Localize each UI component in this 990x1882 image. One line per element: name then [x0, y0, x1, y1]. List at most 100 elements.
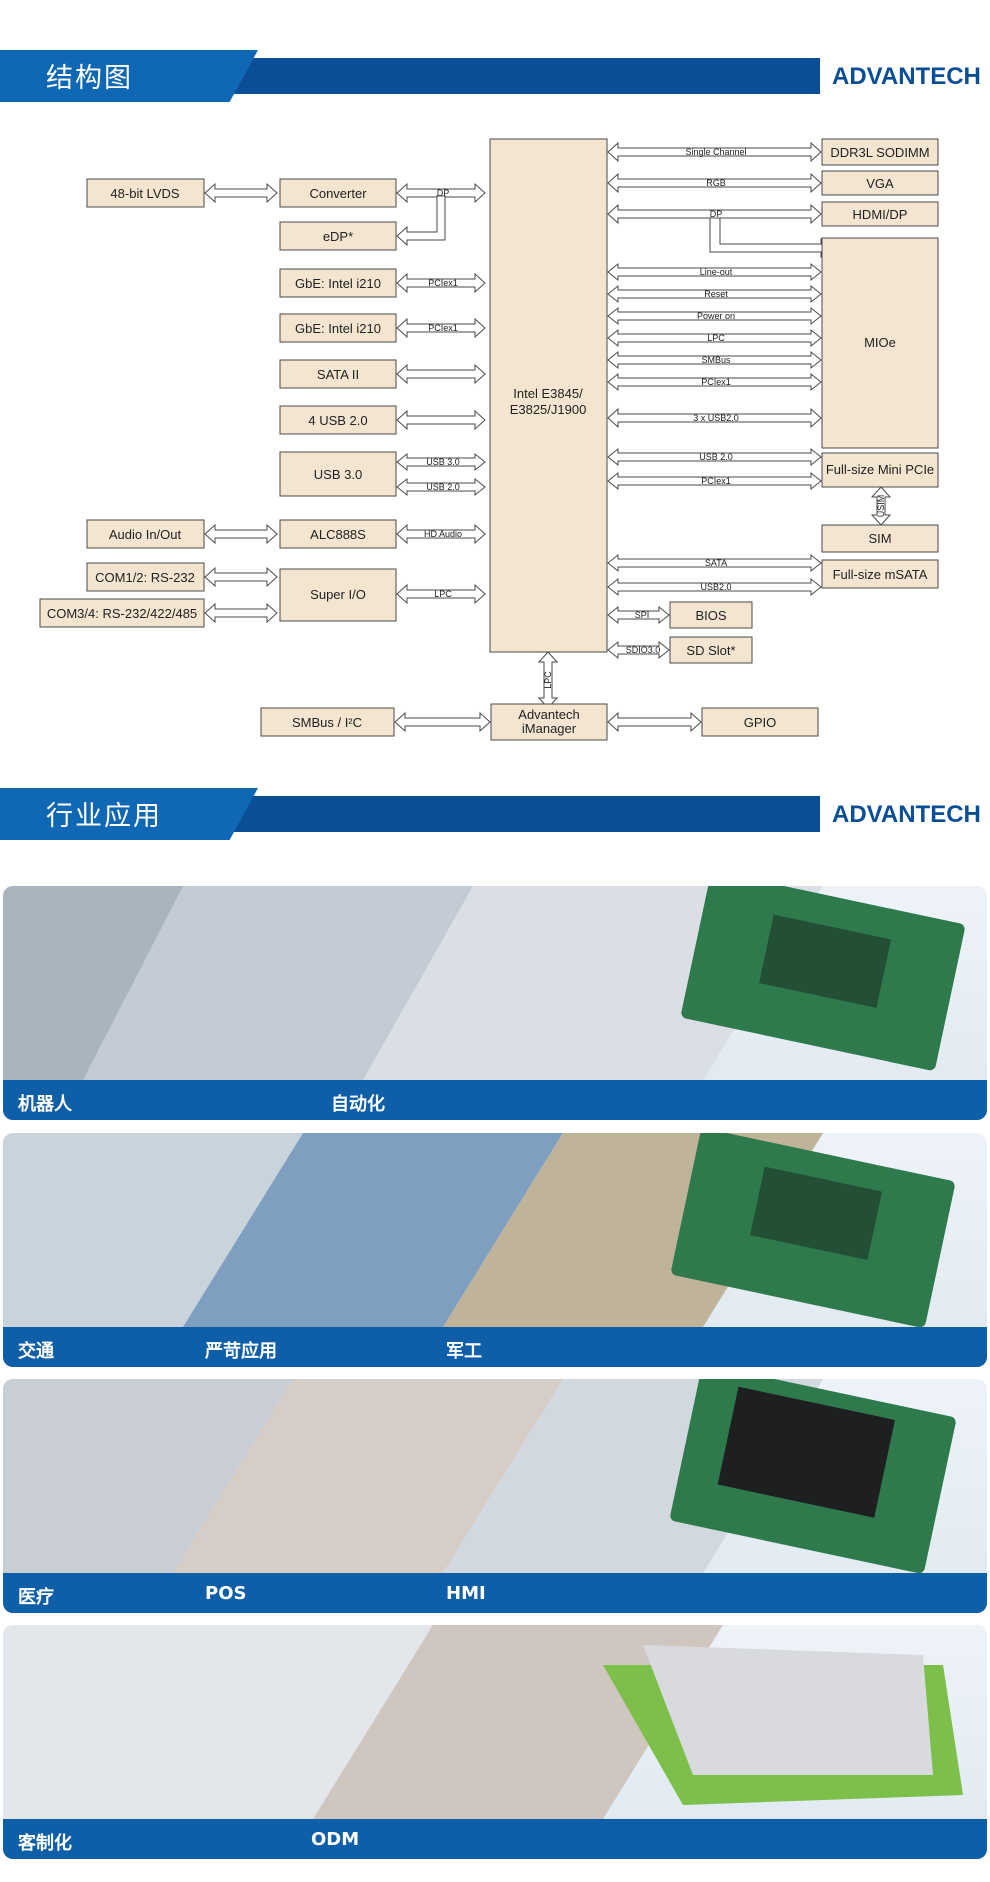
imanager-block [490, 703, 608, 741]
gbe1-label: GbE: Intel i210 [295, 276, 381, 291]
arrow-reset [607, 284, 822, 304]
arrow-gbe2 [396, 317, 486, 339]
connections [204, 141, 892, 733]
sdslot-block [669, 636, 753, 664]
arrow-usb20 [396, 409, 486, 431]
label-rgb: RGB [706, 178, 726, 188]
label-hdaudio: HD Audio [424, 529, 462, 539]
superio-block [279, 568, 397, 622]
industry-photo [3, 1133, 955, 1327]
arrow-ddr [607, 141, 822, 163]
superio-label: Super I/O [310, 587, 366, 602]
diagram-blocks: Intel E3845/ E3825/J1900 48-bit LVDS Con… [39, 138, 939, 741]
edp-label: eDP* [323, 229, 353, 244]
panel-label-bar: 客制化 ODM [3, 1819, 987, 1859]
arrow-dp-left [396, 182, 486, 204]
label-odm: ODM [311, 1829, 360, 1850]
advantech-logo: ADVANTECH [820, 796, 990, 832]
arrow-com12 [204, 566, 278, 588]
section-title: 结构图 [46, 63, 133, 94]
arrow-lvds [204, 182, 278, 204]
label-hmi: HMI [446, 1583, 486, 1604]
converter-label: Converter [309, 186, 367, 201]
header-tab [0, 50, 258, 102]
smbus-label: SMBus / I²C [292, 715, 362, 730]
usb20-label: 4 USB 2.0 [308, 413, 367, 428]
usb20-block [279, 405, 397, 435]
arrow-dp-mioe [709, 217, 832, 259]
smbus-block [260, 707, 395, 737]
arrow-poweron [607, 306, 822, 326]
edp-block [279, 221, 397, 251]
mioe-label: MIOe [864, 335, 896, 350]
arrow-edp [396, 195, 446, 247]
label-usim: USIM [876, 495, 886, 518]
mioe-block [821, 237, 939, 449]
industry-panel-custom: 客制化 ODM [3, 1625, 987, 1859]
label-usb-minipcie: USB 2.0 [699, 452, 733, 462]
sdslot-label: SD Slot* [686, 643, 735, 658]
label-dp-right: DP [710, 209, 723, 219]
panel-label-bar: 医疗 POS HMI [3, 1573, 987, 1613]
label-lpc-mioe: LPC [707, 333, 725, 343]
com34-label: COM3/4: RS-232/422/485 [47, 606, 197, 621]
label-pcie-minipcie: PCIex1 [701, 476, 731, 486]
arrow-sdio [607, 640, 670, 660]
alc-block [279, 519, 397, 549]
arrow-gbe1 [396, 272, 486, 294]
section-title: 行业应用 [46, 801, 162, 832]
label-pos: POS [205, 1583, 247, 1604]
arrow-usb30-b [396, 477, 486, 497]
label-usb-msata: USB2.0 [700, 582, 731, 592]
label-pcie-gbe1: PCIex1 [428, 278, 458, 288]
cpu-block [489, 138, 608, 653]
label-usb30: USB 3.0 [426, 457, 460, 467]
usb30-block [279, 451, 397, 497]
arrow-usb30-a [396, 452, 486, 472]
panel-label-bar: 机器人 自动化 [3, 1080, 987, 1120]
header-tab [0, 788, 258, 840]
imanager-label-1: Advantech [518, 707, 579, 722]
minipcie-block [821, 452, 939, 488]
arrow-spi [607, 605, 670, 625]
sim-label: SIM [868, 531, 891, 546]
label-3usb: 3 x USB2.0 [693, 413, 739, 423]
ddr-block [821, 138, 939, 166]
usb30-label: USB 3.0 [314, 467, 362, 482]
gbe2-block [279, 313, 397, 343]
label-lineout: Line-out [700, 267, 733, 277]
gbe1-block [279, 268, 397, 298]
label-lpc-sio: LPC [434, 589, 452, 599]
arrow-usb-msata [607, 577, 822, 597]
gpio-block [701, 707, 819, 737]
industry-header: 行业应用 ADVANTECH [0, 788, 990, 840]
label-transport: 交通 [18, 1341, 54, 1362]
advantech-logo: ADVANTECH [820, 58, 990, 94]
label-pcie-gbe2: PCIex1 [428, 323, 458, 333]
bios-block [669, 601, 753, 629]
ddr-label: DDR3L SODIMM [830, 145, 929, 160]
label-automation: 自动化 [331, 1094, 385, 1115]
label-single: Single Channel [685, 147, 746, 157]
com12-label: COM1/2: RS-232 [95, 570, 195, 585]
msata-label: Full-size mSATA [833, 567, 928, 582]
arrow-sata2 [396, 363, 486, 385]
arrow-hdaudio [396, 523, 486, 545]
arrow-gpio [607, 711, 702, 733]
audio-block [86, 519, 205, 549]
panel-label-bar: 交通 严苛应用 军工 [3, 1327, 987, 1367]
label-poweron: Power on [697, 311, 735, 321]
gpio-label: GPIO [744, 715, 777, 730]
industry-panel-medical: 医疗 POS HMI [3, 1379, 987, 1613]
arrow-pcie-minipcie [607, 471, 822, 491]
label-lpc-im: LPC [543, 671, 553, 689]
lvds-label: 48-bit LVDS [110, 186, 179, 201]
industry-panel-robotics: 机器人 自动化 [3, 886, 987, 1120]
arrow-vga [607, 172, 822, 194]
industry-photo [3, 1625, 963, 1819]
sata2-block [279, 359, 397, 389]
bios-label: BIOS [695, 608, 726, 623]
arrow-lineout [607, 262, 822, 282]
arrow-smbus [394, 711, 491, 733]
arrow-audio [204, 523, 278, 545]
